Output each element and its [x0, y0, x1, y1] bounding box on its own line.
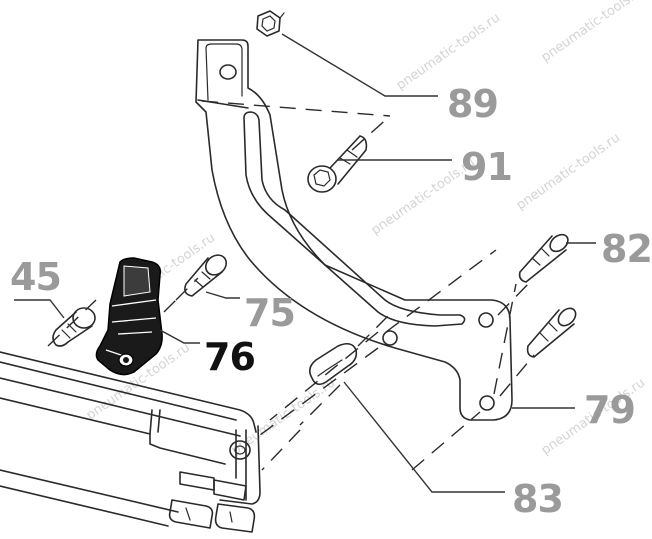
callout-89: 89 [447, 82, 498, 126]
part-45-screw [52, 307, 96, 347]
part-83-pad [308, 342, 358, 386]
watermark-text: pneumatic-tools.ru [229, 375, 338, 458]
part-82-stud [518, 233, 569, 283]
bracket-plate [195, 39, 513, 421]
watermark-text: pneumatic-tools.ru [539, 0, 648, 65]
part-76-clip-highlighted [95, 257, 163, 376]
callout-labels: 89 91 82 45 75 76 79 83 [10, 82, 652, 521]
part-79-stud [526, 307, 577, 358]
part-75-pin [184, 254, 228, 297]
leader-lines [14, 33, 596, 493]
callout-91: 91 [461, 145, 512, 189]
callout-75: 75 [244, 291, 295, 335]
callout-79: 79 [584, 388, 635, 432]
callout-76: 76 [204, 335, 255, 379]
watermark-text: pneumatic-tools.ru [514, 130, 623, 213]
callout-83: 83 [512, 477, 563, 521]
part-89-hex-nut [256, 10, 285, 37]
watermark-layer: pneumatic-tools.ru pneumatic-tools.ru pn… [84, 0, 648, 458]
alignment-lines [47, 100, 535, 471]
callout-45: 45 [10, 255, 61, 299]
callout-82: 82 [601, 227, 652, 271]
watermark-text: pneumatic-tools.ru [394, 10, 503, 93]
base-rail-assembly [0, 351, 261, 533]
part-91-bolt [307, 135, 368, 193]
